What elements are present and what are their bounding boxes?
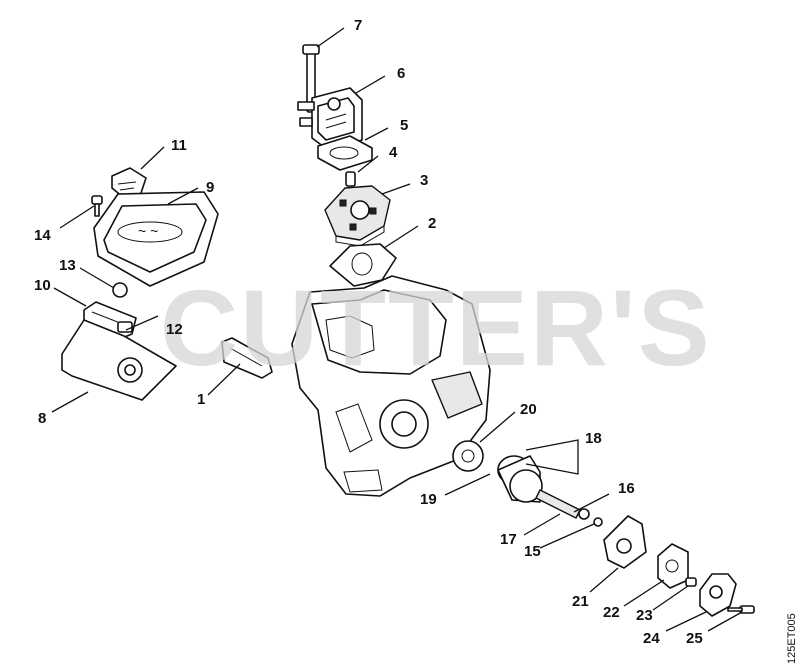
- part-2-gasket: [329, 243, 397, 287]
- callout-23: 23: [636, 607, 653, 624]
- callout-11: 11: [171, 137, 187, 154]
- cover-marking: ~ ~: [138, 223, 158, 239]
- oil-pump-body: [497, 455, 543, 503]
- callout-16: 16: [618, 480, 635, 497]
- part-14-screw: [91, 195, 103, 217]
- callout-3: 3: [420, 172, 428, 189]
- callout-24: 24: [643, 630, 660, 647]
- callout-1: 1: [197, 391, 205, 408]
- watermark-text: CUTTER'S: [160, 267, 712, 388]
- callout-9: 9: [206, 179, 214, 196]
- part-17-piston: [535, 489, 590, 520]
- part-24-cover: [699, 573, 737, 617]
- part-23-screw: [685, 577, 697, 587]
- part-3-flange: [324, 185, 391, 247]
- crankcase: [291, 275, 491, 497]
- callout-13: 13: [59, 257, 76, 274]
- callout-7: 7: [354, 17, 362, 34]
- callout-21: 21: [572, 593, 589, 610]
- callout-14: 14: [34, 227, 51, 244]
- callout-12: 12: [166, 321, 183, 338]
- leader-lines: [51, 27, 743, 632]
- callout-15: 15: [524, 543, 541, 560]
- callout-25: 25: [686, 630, 703, 647]
- callout-10: 10: [34, 277, 51, 294]
- part-1-latch: [221, 337, 273, 379]
- callout-22: 22: [603, 604, 620, 621]
- callout-18: 18: [585, 430, 602, 447]
- part-9-cover: ~ ~: [93, 191, 219, 287]
- part-25-screw: [727, 605, 755, 614]
- callout-2: 2: [428, 215, 436, 232]
- part-4-sleeve: [345, 171, 356, 187]
- callout-6: 6: [397, 65, 405, 82]
- callout-5: 5: [400, 117, 408, 134]
- callout-4: 4: [389, 144, 398, 161]
- callout-19: 19: [420, 491, 437, 508]
- part-7-screw: [302, 44, 320, 113]
- part-15-16-pin: [593, 517, 603, 527]
- part-6-carburetor: [297, 87, 363, 151]
- callout-8: 8: [38, 410, 46, 427]
- callout-17: 17: [500, 531, 517, 548]
- part-20-gasket: [452, 440, 484, 472]
- callout-20: 20: [520, 401, 537, 418]
- part-12-sleeve: [117, 321, 133, 333]
- drawing-code: 125ET005: [786, 613, 798, 664]
- part-8-baseplate: [61, 319, 177, 401]
- part-21-housing: [603, 515, 647, 569]
- part-13-ball: [112, 282, 128, 298]
- callout-labels: 1 2 3 4 5 6 7 8 9 10 11 12 13 14 15 16 1…: [34, 17, 703, 647]
